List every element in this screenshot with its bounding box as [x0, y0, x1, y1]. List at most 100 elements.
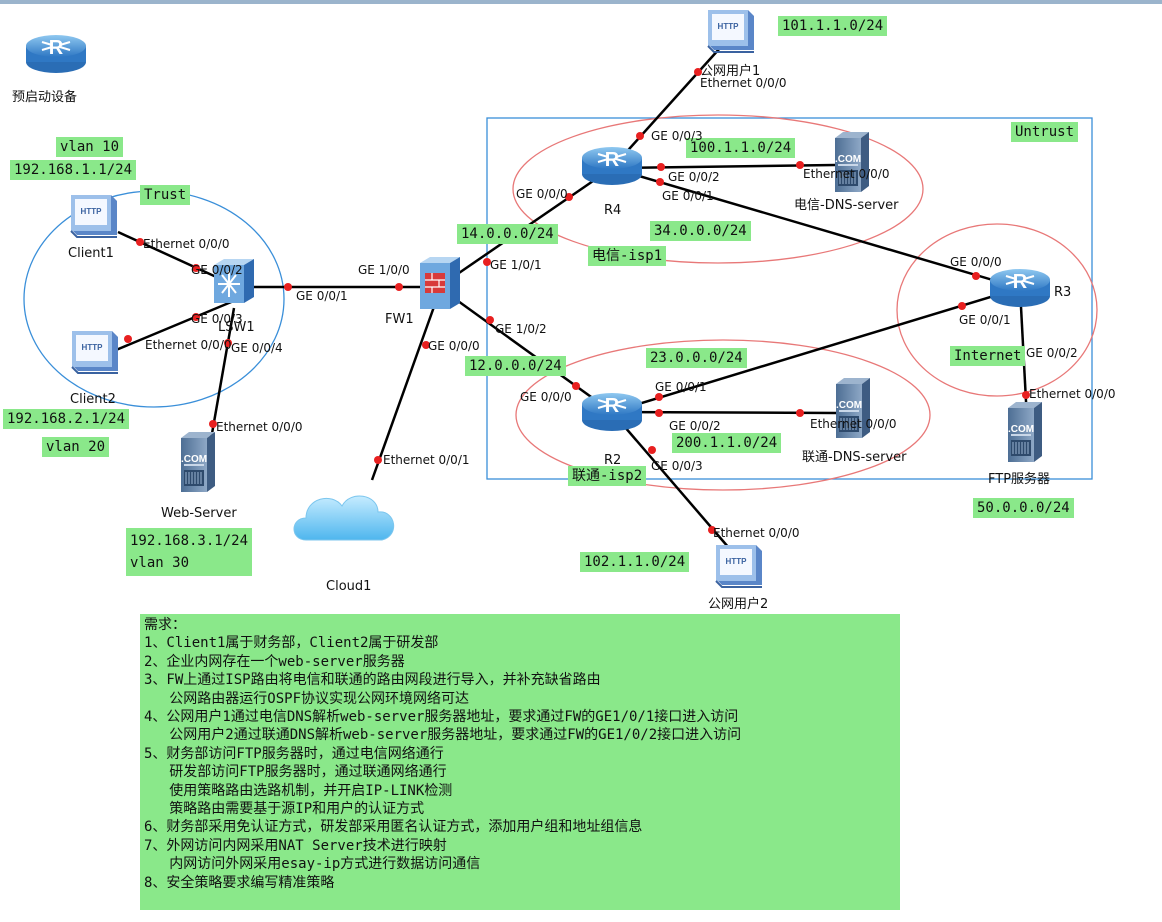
fw1-ge101-port: GE 1/0/1: [490, 258, 542, 272]
com-glyph: .COM: [181, 454, 207, 465]
r2-label: R2: [604, 453, 622, 468]
fw1-label: FW1: [385, 312, 414, 327]
fw1-ge100-port: GE 1/0/0: [358, 263, 410, 277]
requirement-line: 5、财务部访问FTP服务器时，通过电信网络通行: [144, 745, 444, 762]
requirement-line: 1、Client1属于财务部，Client2属于研发部: [144, 635, 439, 652]
webserver-network-tag: 192.168.3.1/24 vlan 30: [126, 528, 253, 576]
r3-label: R3: [1054, 285, 1072, 300]
requirements-title: 需求：: [144, 617, 186, 633]
web-server-label: Web-Server: [161, 506, 237, 521]
telecom-isp-tag: 电信-isp1: [588, 246, 667, 266]
router-glyph: R: [605, 149, 620, 171]
link-r4-user1: [611, 47, 721, 169]
webserver-network-text: 192.168.3.1/24: [130, 533, 249, 549]
r4-ge003-port: GE 0/0/3: [651, 129, 703, 143]
lsw1-ge003-port: GE 0/0/3: [191, 312, 243, 326]
trust-zone-tag: Trust: [140, 185, 191, 205]
r3-ge000-port: GE 0/0/0: [950, 255, 1002, 269]
r2-ge003-port: GE 0/0/3: [651, 459, 703, 473]
requirement-line: 研发部访问FTP服务器时，通过联通网络通行: [144, 764, 447, 781]
fw-r4-network-tag: 14.0.0.0/24: [457, 224, 558, 244]
client2-network-tag: 192.168.2.1/24: [3, 409, 130, 429]
lsw1-ge001-port: GE 0/0/1: [296, 289, 348, 303]
fw-r2-network-tag: 12.0.0.0/24: [465, 356, 566, 376]
internet-ellipse: [896, 223, 1098, 397]
router-glyph: R: [1013, 271, 1028, 293]
lsw1-label: LSW1: [218, 320, 255, 335]
telecom-isp-ellipse: [512, 114, 924, 264]
requirement-line: 6、财务部采用免认证方式，研发部采用匿名认证方式，添加用户组和地址组信息: [144, 819, 643, 836]
user1-eth-port: Ethernet 0/0/0: [700, 76, 787, 90]
internet-tag: Internet: [950, 346, 1026, 366]
untrust-zone-rect: [486, 117, 1093, 480]
link-r2-r3: [611, 286, 1021, 414]
lsw1-ge002-port: GE 0/0/2: [191, 263, 243, 277]
r2-ge000-port: GE 0/0/0: [520, 390, 572, 404]
requirement-line: 公网用户2通过联通DNS解析web-server服务器地址，要求通过FW的GE1…: [144, 727, 742, 744]
r2-ge001-port: GE 0/0/1: [655, 380, 707, 394]
lsw1-switch-icon[interactable]: [214, 259, 254, 303]
fw1-ge000-port: GE 0/0/0: [428, 339, 480, 353]
public-user1-label: 公网用户1: [700, 64, 761, 79]
r4-ge000-port: GE 0/0/0: [516, 187, 568, 201]
requirement-line: 8、安全策略要求编写精准策略: [144, 874, 335, 891]
client1-network-tag: 192.168.1.1/24: [10, 160, 137, 180]
user2-eth-port: Ethernet 0/0/0: [713, 526, 800, 540]
requirement-line: 使用策略路由选路机制，并开启IP-LINK检测: [144, 782, 453, 799]
client2-eth-port: Ethernet 0/0/0: [145, 338, 232, 352]
unicom-dns-network-tag: 200.1.1.0/24: [672, 433, 782, 453]
vlan20-tag: vlan 20: [42, 437, 110, 457]
port-dots: [124, 68, 1030, 534]
unicom-dns-label: 联通-DNS-server: [802, 450, 907, 465]
r4-ge002-port: GE 0/0/2: [668, 170, 720, 184]
requirement-line: 公网路由器运行OSPF协议实现公网环境网络可达: [144, 690, 469, 707]
client2-pc-icon[interactable]: [71, 330, 119, 374]
telecom-dns-label: 电信-DNS-server: [794, 198, 899, 213]
public-user2-label: 公网用户2: [708, 597, 769, 612]
user1-network-tag: 101.1.1.0/24: [778, 16, 888, 36]
r4-label: R4: [604, 203, 622, 218]
cloud1-label: Cloud1: [326, 579, 372, 594]
http-glyph: HTTP: [718, 22, 740, 31]
link-client2-lsw1: [115, 298, 237, 352]
router-glyph: R: [49, 37, 64, 59]
unicom-isp-ellipse: [515, 339, 931, 491]
client1-label: Client1: [68, 246, 114, 261]
link-r4-r3: [611, 166, 1021, 290]
untrust-zone-tag: Untrust: [1011, 122, 1079, 142]
telecom-dns-network-tag: 100.1.1.0/24: [686, 138, 796, 158]
telecom-dns-eth-port: Ethernet 0/0/0: [803, 167, 890, 181]
cloud1-icon[interactable]: [293, 495, 394, 541]
vlan30-text: vlan 30: [130, 555, 190, 571]
vlan10-tag: vlan 10: [56, 137, 124, 157]
client2-label: Client2: [70, 392, 116, 407]
unicom-dns-eth-port: Ethernet 0/0/0: [810, 417, 897, 431]
public-user2-pc-icon[interactable]: [715, 544, 763, 588]
http-glyph: HTTP: [82, 343, 104, 352]
client1-pc-icon[interactable]: [70, 194, 118, 238]
r3-ge001-port: GE 0/0/1: [959, 313, 1011, 327]
http-glyph: HTTP: [81, 207, 103, 216]
com-glyph: .COM: [836, 400, 862, 411]
user2-network-tag: 102.1.1.0/24: [580, 552, 690, 572]
requirement-line: 内网访问外网采用esay-ip方式进行数据访问通信: [144, 856, 481, 873]
window-top-border: [0, 0, 1162, 4]
r4-ge001-port: GE 0/0/1: [662, 189, 714, 203]
requirement-line: 7、外网访问内网采用NAT Server技术进行映射: [144, 837, 447, 854]
lsw1-ge004-port: GE 0/0/4: [231, 341, 283, 355]
router-glyph: R: [605, 395, 620, 417]
r4-r3-network-tag: 34.0.0.0/24: [650, 221, 751, 241]
preboot-device-label: 预启动设备: [12, 90, 78, 105]
webserver-eth-port: Ethernet 0/0/0: [216, 420, 303, 434]
unicom-isp-tag: 联通-isp2: [568, 466, 647, 486]
link-fw1-cloud1: [370, 289, 442, 481]
client1-eth-port: Ethernet 0/0/0: [143, 237, 230, 251]
links: [115, 47, 1029, 556]
com-glyph: .COM: [835, 154, 861, 165]
fw1-firewall-icon[interactable]: [420, 257, 460, 309]
requirement-line: 策略路由需要基于源IP和用户的认证方式: [144, 801, 425, 818]
requirement-line: 3、FW上通过ISP路由将电信和联通的路由网段进行导入，并补充缺省路由: [144, 672, 601, 689]
public-user1-pc-icon[interactable]: [707, 9, 755, 53]
